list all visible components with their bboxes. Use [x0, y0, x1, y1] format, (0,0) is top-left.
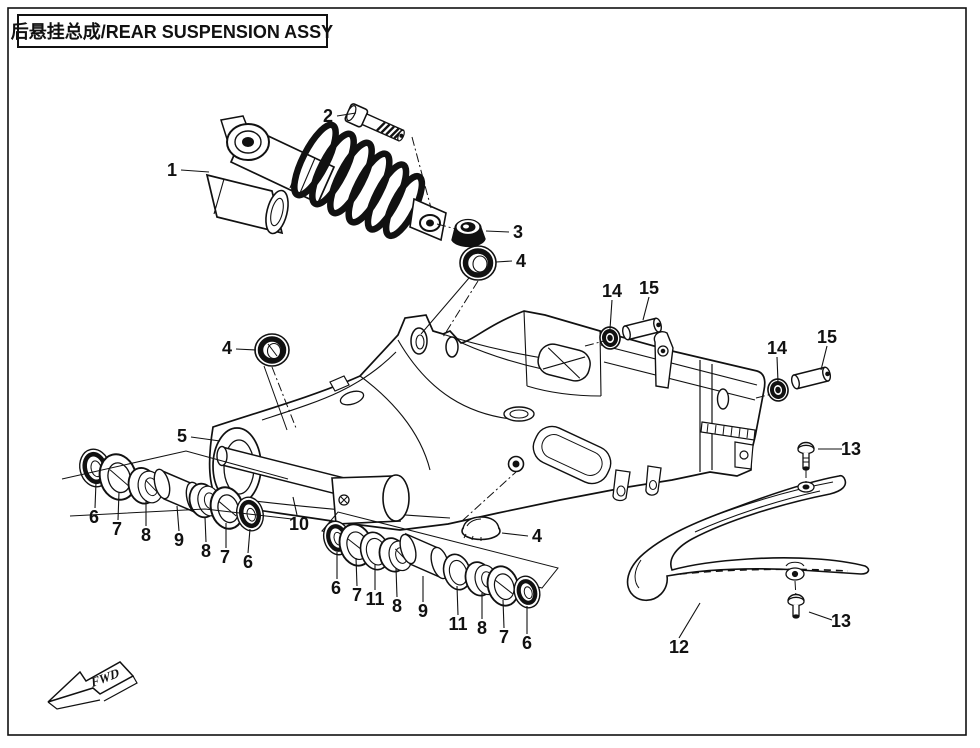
flange-nut	[451, 218, 486, 248]
title-box	[17, 14, 328, 48]
leader-line	[502, 599, 505, 629]
leader-line	[642, 296, 650, 321]
centerlines	[271, 136, 807, 598]
leader-line	[176, 505, 180, 532]
leader-line	[336, 112, 357, 117]
bearing-stack-lower	[321, 511, 559, 609]
pivot-shaft	[216, 445, 410, 525]
page-title: 后悬挂总成/REAR SUSPENSION ASSY	[11, 21, 333, 42]
part-callout-4: 4	[516, 251, 526, 271]
part-callout-14: 14	[602, 281, 622, 301]
part-callout-2: 2	[323, 106, 333, 126]
leader-line	[456, 585, 459, 616]
part-callout-12: 12	[669, 637, 689, 657]
leader-line	[808, 611, 833, 621]
part-callout-9: 9	[174, 530, 184, 550]
aux-leaders	[263, 277, 470, 431]
part-callout-6: 6	[89, 507, 99, 527]
part-callout-7: 7	[499, 627, 509, 647]
dust-seal-left	[254, 333, 290, 367]
leader-line	[776, 356, 779, 383]
bushing-pin-right	[767, 366, 832, 402]
part-callout-8: 8	[392, 596, 402, 616]
part-callout-7: 7	[220, 547, 230, 567]
part-callout-8: 8	[141, 525, 151, 545]
part-callout-13: 13	[831, 611, 851, 631]
leader-line	[235, 348, 257, 351]
part-callout-8: 8	[477, 618, 487, 638]
part-callout-4: 4	[532, 526, 542, 546]
leader-line	[501, 532, 529, 537]
part-callout-10: 10	[289, 514, 309, 534]
part-callout-4: 4	[222, 338, 232, 358]
screw-top	[797, 441, 815, 471]
part-callout-14: 14	[767, 338, 787, 358]
part-callout-11: 11	[365, 589, 384, 609]
leader-line	[292, 496, 298, 516]
leader-line	[495, 260, 513, 263]
part-callout-13: 13	[841, 439, 861, 459]
bearing-stack-left	[61, 448, 293, 532]
leader-line	[117, 491, 120, 521]
leader-line	[204, 516, 207, 543]
end-cap	[461, 516, 501, 541]
leader-line	[485, 230, 510, 233]
leader-line	[247, 528, 251, 554]
part-callout-6: 6	[331, 578, 341, 598]
chain-slider	[626, 474, 870, 602]
fwd-arrow: FWD	[47, 661, 138, 710]
part-callout-11: 11	[448, 614, 467, 634]
part-callout-7: 7	[112, 519, 122, 539]
part-callout-5: 5	[177, 426, 187, 446]
leader-line	[395, 567, 398, 598]
dust-seal-upper	[459, 245, 497, 281]
leader-line	[190, 436, 221, 442]
leader-line	[678, 602, 701, 639]
part-callout-8: 8	[201, 541, 211, 561]
part-callout-3: 3	[513, 222, 523, 242]
leader-line	[94, 481, 97, 509]
leader-line	[180, 169, 210, 173]
screw-bottom	[787, 593, 805, 619]
part-callout-9: 9	[418, 601, 428, 621]
bushing-pin-left	[599, 317, 663, 350]
part-callout-6: 6	[243, 552, 253, 572]
shock-absorber	[205, 115, 447, 242]
part-callout-1: 1	[167, 160, 177, 180]
part-callout-6: 6	[522, 633, 532, 653]
leader-line	[355, 557, 358, 587]
part-callout-15: 15	[817, 327, 837, 347]
leader-line	[609, 299, 613, 330]
part-callout-7: 7	[352, 585, 362, 605]
leader-line	[820, 345, 828, 371]
shock-bolt	[344, 103, 405, 142]
part-callout-15: 15	[639, 278, 659, 298]
